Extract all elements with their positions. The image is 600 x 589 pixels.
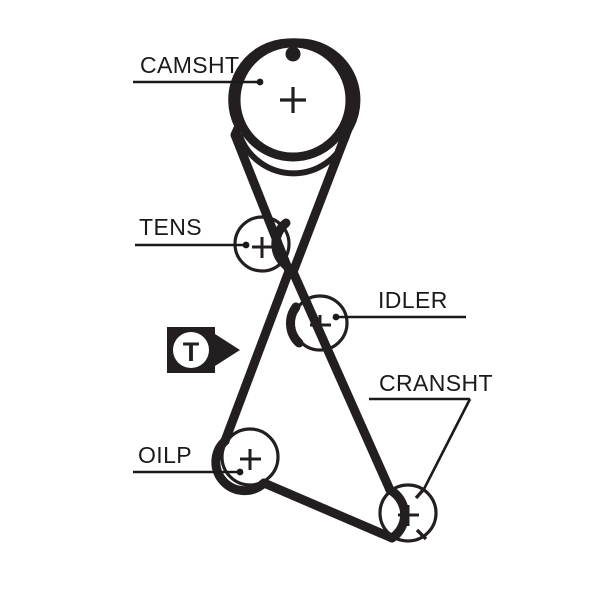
label-tensioner: TENS <box>139 214 202 240</box>
leader-oilp-endpoint-dot <box>236 468 244 476</box>
label-oil-pump: OILP <box>138 442 193 468</box>
pulley-crankshaft-ring <box>378 483 438 543</box>
label-idler: IDLER <box>378 287 448 313</box>
pulley-camshaft-center-cross <box>280 87 306 113</box>
pulley-idler-ring <box>291 294 349 352</box>
timing-mark-badge: T <box>167 327 240 373</box>
leader-camsht-endpoint-dot <box>256 78 264 86</box>
pulley-crankshaft <box>378 483 438 543</box>
belt-idler-wrap <box>286 302 304 348</box>
pulley-camshaft-ring <box>231 38 355 162</box>
timing-mark-arrow-icon <box>215 334 240 366</box>
pulley-oil-pump-center-cross <box>240 449 261 470</box>
label-crankshaft: CRANSHT <box>379 370 493 396</box>
pulley-camshaft-timing-dot <box>285 46 301 62</box>
label-camshaft: CAMSHT <box>140 52 240 78</box>
pulley-oil-pump-ring <box>220 427 280 487</box>
pulley-crankshaft-timing-ticks <box>414 487 428 541</box>
timing-belt-path <box>211 38 410 543</box>
pulley-idler-center-cross <box>310 315 331 336</box>
pulley-tensioner-center-cross <box>252 237 273 258</box>
pulley-oil-pump <box>220 427 280 487</box>
belt-right-run <box>288 38 395 495</box>
pulley-idler <box>291 294 349 352</box>
timing-mark-letter: T <box>183 337 200 367</box>
leader-cransht-diagonal <box>422 398 472 490</box>
belt-oilpump-wrap <box>211 436 269 496</box>
leader-tens-endpoint-dot <box>242 241 250 249</box>
timing-mark-circle <box>173 332 209 368</box>
leader-idler-endpoint-dot <box>332 313 340 321</box>
belt-crankshaft-wrap <box>385 485 410 543</box>
pulley-crankshaft-center-cross <box>398 505 419 526</box>
leader-lines <box>133 78 472 490</box>
pulley-camshaft <box>231 38 355 162</box>
belt-bottom-run <box>259 478 397 543</box>
